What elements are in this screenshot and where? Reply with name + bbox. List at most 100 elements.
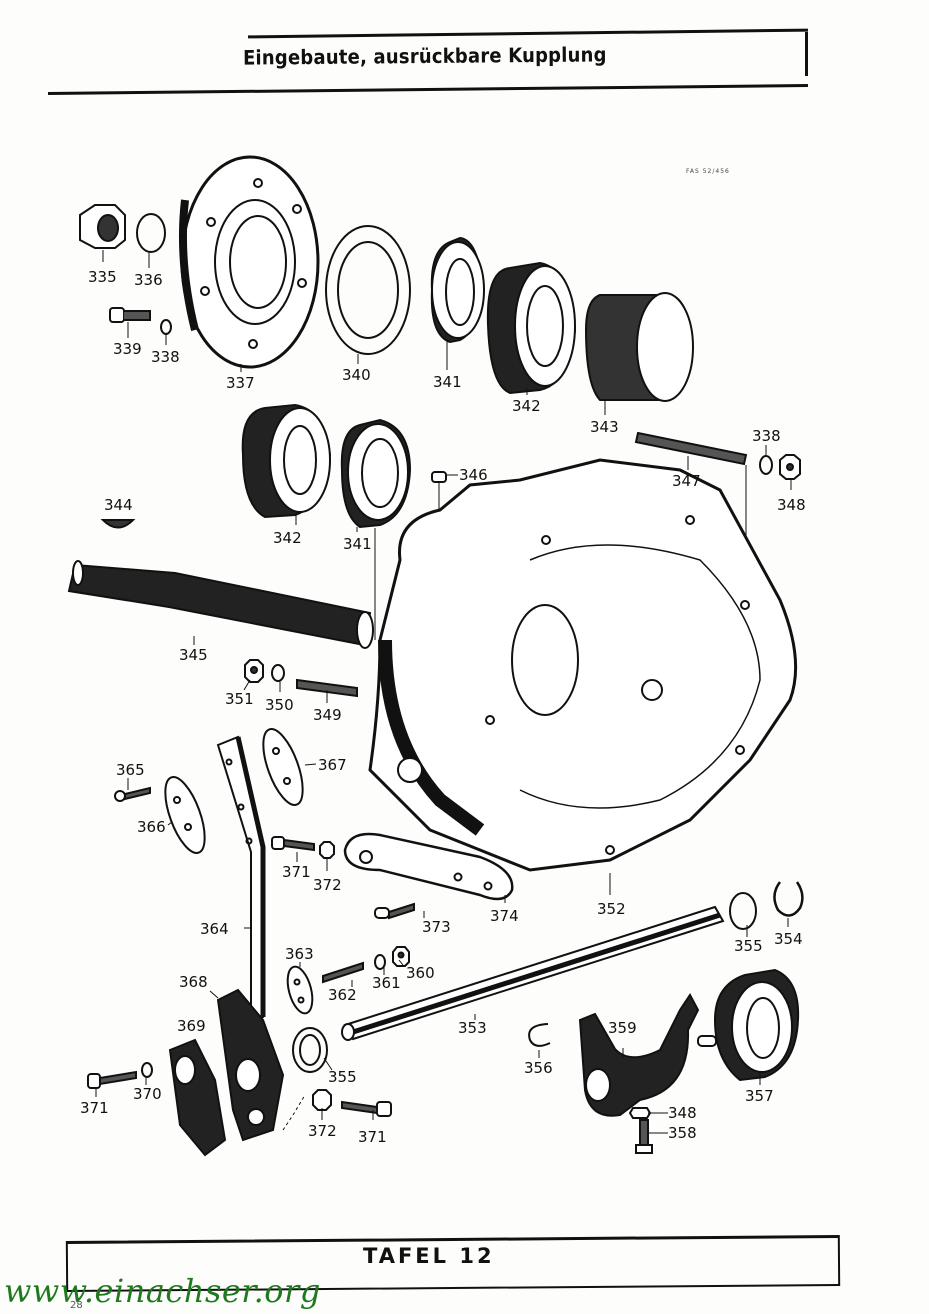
label-348-bottom: 348 bbox=[668, 1104, 697, 1122]
part-bearing-342-left bbox=[241, 403, 332, 519]
part-stud-362 bbox=[322, 961, 364, 984]
part-bearing-342-top bbox=[486, 261, 577, 395]
part-seal-341-left bbox=[340, 418, 412, 640]
label-359: 359 bbox=[608, 1019, 637, 1037]
label-353: 353 bbox=[458, 1019, 487, 1037]
part-lever-369 bbox=[168, 1038, 227, 1157]
label-345: 345 bbox=[179, 646, 208, 664]
part-washer-355-left bbox=[292, 1027, 328, 1073]
part-lever-364 bbox=[216, 735, 266, 1024]
part-bolt-358 bbox=[635, 1119, 653, 1154]
part-circlip-354 bbox=[773, 881, 804, 917]
part-shaft-353 bbox=[341, 905, 725, 1041]
label-371-mid: 371 bbox=[282, 863, 311, 881]
part-bolt-371-mid bbox=[271, 836, 315, 852]
label-339: 339 bbox=[113, 340, 142, 358]
label-342-left: 342 bbox=[273, 529, 302, 547]
label-340: 340 bbox=[342, 366, 371, 384]
title-frame: Eingebaute, ausrückbare Kupplung bbox=[48, 28, 808, 95]
part-sleeve-343 bbox=[584, 292, 694, 402]
label-337: 337 bbox=[226, 374, 255, 392]
label-374: 374 bbox=[490, 907, 519, 925]
label-357: 357 bbox=[745, 1087, 774, 1105]
label-370: 370 bbox=[133, 1085, 162, 1103]
part-key-344 bbox=[100, 519, 136, 529]
label-371-left: 371 bbox=[80, 1099, 109, 1117]
label-361: 361 bbox=[372, 974, 401, 992]
label-367: 367 bbox=[318, 756, 347, 774]
part-nut-372-mid bbox=[319, 841, 335, 859]
label-335: 335 bbox=[88, 268, 117, 286]
part-shaft-345 bbox=[67, 560, 374, 649]
label-341: 341 bbox=[433, 373, 462, 391]
title-rule-right bbox=[805, 32, 808, 76]
part-plate-367 bbox=[262, 728, 304, 806]
part-plug-346 bbox=[431, 471, 447, 520]
part-screw-365 bbox=[114, 786, 151, 802]
part-washer-355-right bbox=[729, 892, 757, 930]
part-nut-360 bbox=[392, 946, 410, 967]
leader-lines bbox=[95, 250, 792, 1134]
watermark-link[interactable]: www.einachser.org bbox=[4, 1272, 321, 1310]
figure-code: FAS 52/456 bbox=[686, 168, 730, 175]
label-373: 373 bbox=[422, 918, 451, 936]
label-372-bottom: 372 bbox=[308, 1122, 337, 1140]
label-354: 354 bbox=[774, 930, 803, 948]
label-363: 363 bbox=[285, 945, 314, 963]
part-seal-341-top bbox=[430, 236, 485, 344]
label-343: 343 bbox=[590, 418, 619, 436]
part-lever-368 bbox=[216, 988, 285, 1142]
part-flange-337 bbox=[179, 155, 320, 369]
label-358: 358 bbox=[668, 1124, 697, 1142]
label-338-right: 338 bbox=[752, 427, 781, 445]
plate-title: TAFEL 12 bbox=[363, 1244, 495, 1268]
label-360: 360 bbox=[406, 964, 435, 982]
label-350: 350 bbox=[265, 696, 294, 714]
label-349: 349 bbox=[313, 706, 342, 724]
part-nut-348 bbox=[779, 454, 801, 480]
label-344: 344 bbox=[104, 496, 133, 514]
part-washer-338b bbox=[759, 455, 773, 475]
label-372-mid: 372 bbox=[313, 876, 342, 894]
part-nut-372-bottom bbox=[312, 1089, 332, 1111]
part-nut-351 bbox=[244, 659, 264, 683]
part-washer-361 bbox=[374, 954, 386, 970]
part-washer-336 bbox=[136, 213, 166, 253]
label-356: 356 bbox=[524, 1059, 553, 1077]
part-plate-363 bbox=[286, 965, 314, 1015]
part-screw-373 bbox=[374, 902, 415, 920]
label-342: 342 bbox=[512, 397, 541, 415]
part-nut-335 bbox=[79, 204, 126, 249]
leader-dashed bbox=[282, 1094, 306, 1131]
label-346: 346 bbox=[459, 466, 488, 484]
part-washer-338 bbox=[160, 319, 172, 335]
label-368: 368 bbox=[179, 973, 208, 991]
label-362: 362 bbox=[328, 986, 357, 1004]
label-352: 352 bbox=[597, 900, 626, 918]
label-348: 348 bbox=[777, 496, 806, 514]
label-369: 369 bbox=[177, 1017, 206, 1035]
label-351: 351 bbox=[225, 690, 254, 708]
part-ring-340 bbox=[325, 225, 411, 355]
part-clip-356 bbox=[528, 1023, 551, 1047]
part-washer-350 bbox=[271, 664, 285, 682]
part-release-bearing-357 bbox=[697, 968, 800, 1082]
part-bolt-371-left bbox=[87, 1070, 137, 1089]
part-stud-349 bbox=[296, 678, 358, 698]
part-plate-366 bbox=[164, 776, 206, 854]
label-355-left: 355 bbox=[328, 1068, 357, 1086]
part-washer-370 bbox=[141, 1062, 153, 1078]
part-housing-352 bbox=[368, 458, 798, 872]
part-nut-348-bottom bbox=[628, 1107, 652, 1119]
part-arm-374 bbox=[343, 832, 514, 901]
page-number: 28 bbox=[70, 1300, 83, 1311]
part-fork-359 bbox=[578, 993, 700, 1117]
label-336: 336 bbox=[134, 271, 163, 289]
label-338: 338 bbox=[151, 348, 180, 366]
label-347: 347 bbox=[672, 472, 701, 490]
label-371-bottom: 371 bbox=[358, 1128, 387, 1146]
label-365: 365 bbox=[116, 761, 145, 779]
part-bolt-339 bbox=[109, 307, 151, 323]
part-bolt-371-bottom bbox=[341, 1100, 392, 1117]
label-355-right: 355 bbox=[734, 937, 763, 955]
